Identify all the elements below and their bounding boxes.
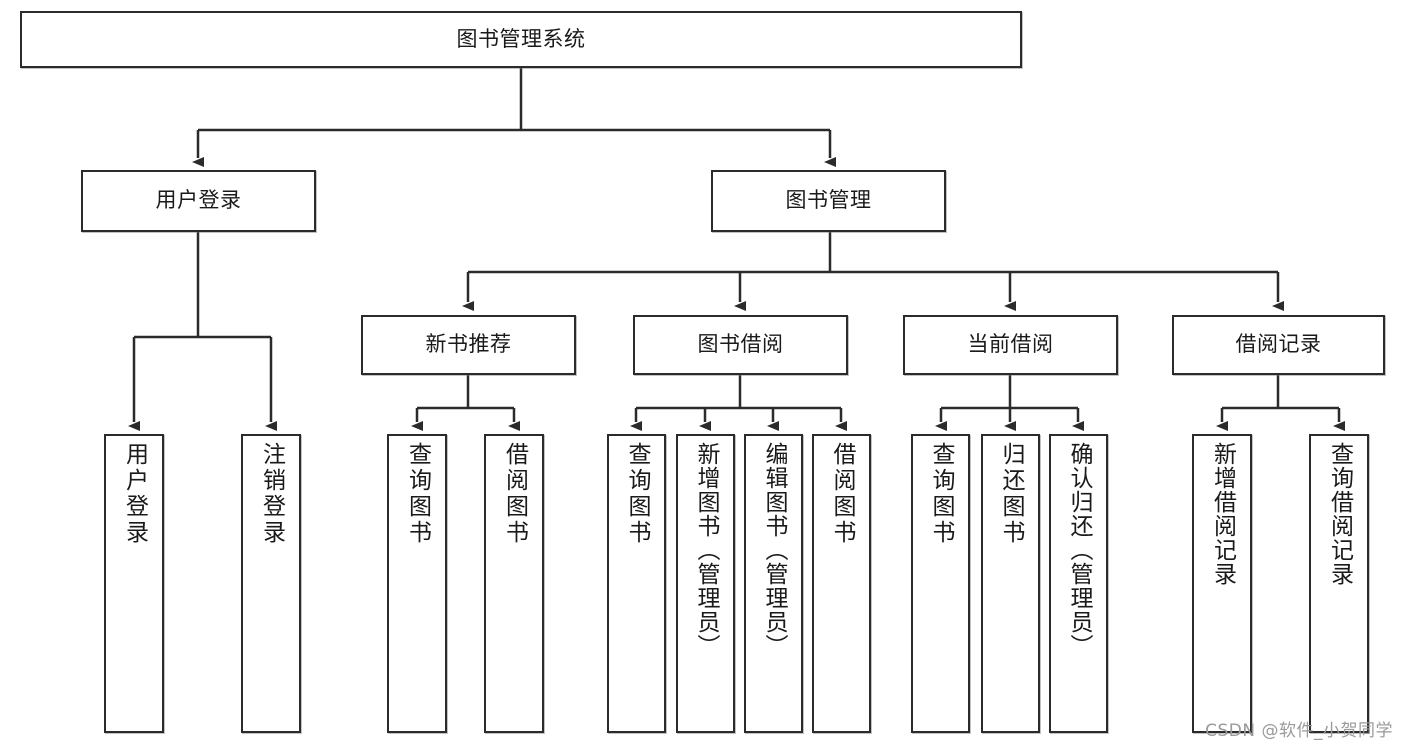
node-book-borrow[interactable]: 图书借阅	[633, 315, 848, 375]
node-label: 新增借阅记录	[1209, 442, 1236, 586]
leaf-add-book-admin[interactable]: 新增图书（管理员）	[676, 434, 735, 733]
node-borrow-record[interactable]: 借阅记录	[1172, 315, 1385, 375]
leaf-query-book-current[interactable]: 查询图书	[911, 434, 970, 733]
leaf-edit-book-admin[interactable]: 编辑图书（管理员）	[744, 434, 803, 733]
node-label: 用户登录	[155, 188, 242, 213]
node-label: 借阅记录	[1235, 332, 1322, 357]
node-label: 图书借阅	[697, 332, 784, 357]
node-label: 当前借阅	[967, 332, 1054, 357]
leaf-borrow-book[interactable]: 借阅图书	[812, 434, 871, 733]
leaf-add-borrow-record[interactable]: 新增借阅记录	[1192, 434, 1252, 733]
node-current-borrow[interactable]: 当前借阅	[903, 315, 1118, 375]
node-user-login[interactable]: 用户登录	[81, 170, 316, 232]
node-label: 查询借阅记录	[1326, 442, 1353, 586]
node-label: 借阅图书	[829, 442, 855, 546]
node-label: 查询图书	[404, 442, 431, 546]
node-label: 归还图书	[998, 442, 1024, 546]
leaf-confirm-return-admin[interactable]: 确认归还（管理员）	[1049, 434, 1108, 733]
node-label: 注销登录	[258, 442, 285, 546]
node-label: 图书管理	[785, 188, 872, 213]
node-label: 新增图书（管理员）	[693, 442, 719, 658]
node-label: 用户登录	[121, 442, 148, 546]
leaf-query-borrow-record[interactable]: 查询借阅记录	[1309, 434, 1369, 733]
leaf-borrow-book-recommend[interactable]: 借阅图书	[484, 434, 544, 733]
node-new-book-recommend[interactable]: 新书推荐	[361, 315, 576, 375]
leaf-query-book-borrow[interactable]: 查询图书	[607, 434, 666, 733]
node-label: 图书管理系统	[456, 26, 586, 51]
node-label: 借阅图书	[501, 442, 528, 546]
leaf-return-book[interactable]: 归还图书	[981, 434, 1040, 733]
node-label: 查询图书	[928, 442, 954, 546]
node-label: 编辑图书（管理员）	[761, 442, 787, 658]
leaf-user-login[interactable]: 用户登录	[104, 434, 164, 733]
node-root-book-management-system[interactable]: 图书管理系统	[20, 11, 1022, 68]
node-label: 新书推荐	[425, 332, 512, 357]
node-book-management[interactable]: 图书管理	[711, 170, 946, 232]
node-label: 确认归还（管理员）	[1066, 442, 1092, 658]
leaf-logout[interactable]: 注销登录	[241, 434, 301, 733]
node-label: 查询图书	[624, 442, 650, 546]
leaf-query-book-recommend[interactable]: 查询图书	[387, 434, 447, 733]
